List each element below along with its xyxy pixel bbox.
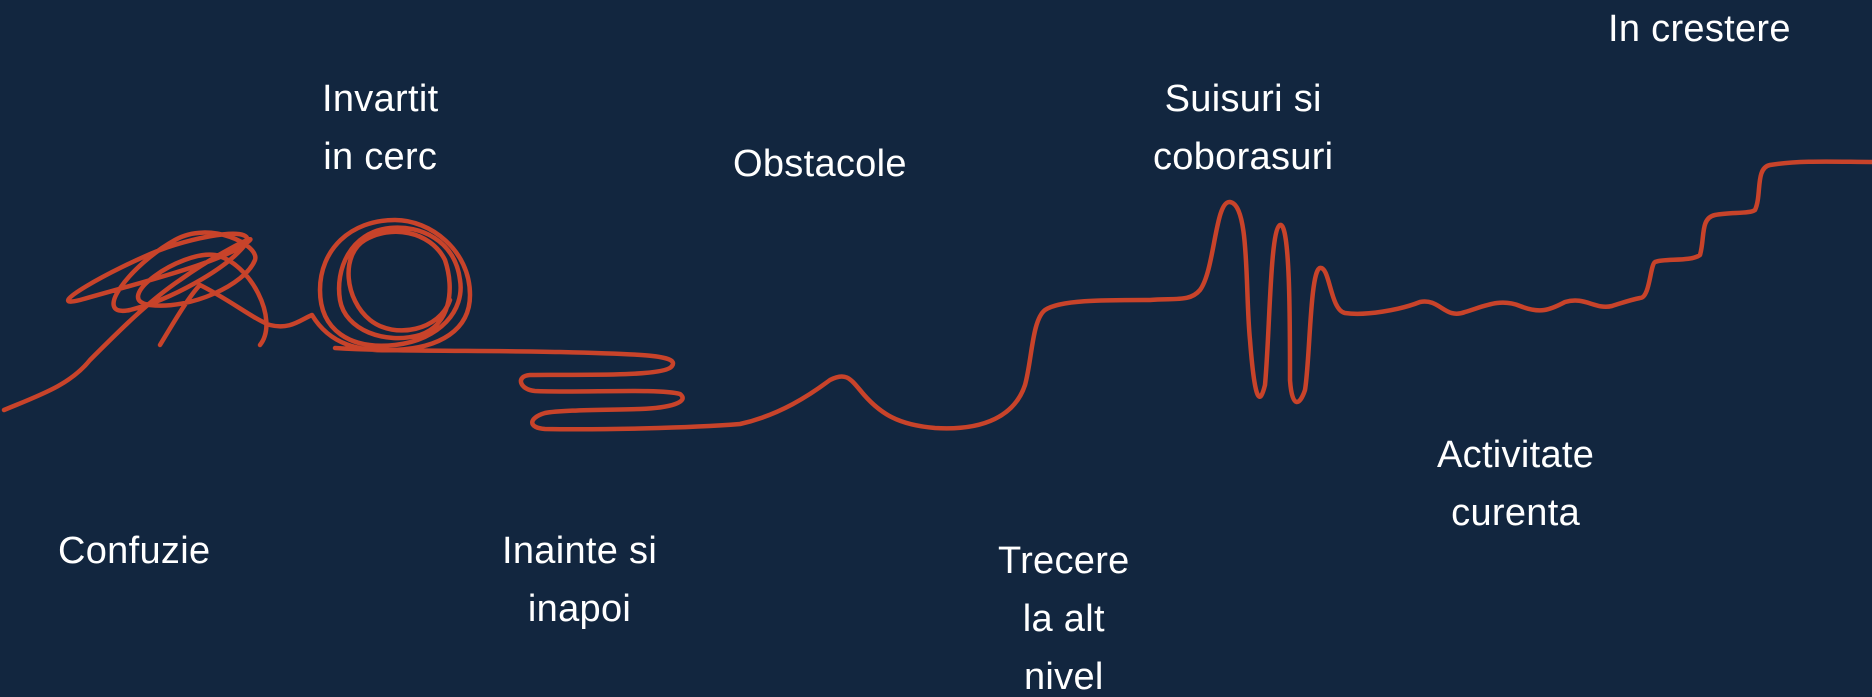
- stage-confuzie: Confuzie: [58, 522, 210, 580]
- stage-suisuri-line-1: Suisuri si: [1164, 78, 1322, 120]
- stage-in-crestere: In crestere: [1608, 0, 1791, 58]
- stage-trecere-line-2: la alt: [1022, 598, 1105, 640]
- stage-activitate-line-2: curenta: [1451, 492, 1581, 534]
- stage-invartit-line-1: Invartit: [322, 78, 439, 120]
- stage-obstacole-line-1: Obstacole: [733, 143, 907, 185]
- stage-invartit-line-2: in cerc: [323, 136, 438, 178]
- stage-trecere-line-3: nivel: [1023, 656, 1104, 697]
- stage-crestere-line-1: In crestere: [1608, 8, 1791, 50]
- stage-trecere-la-alt-nivel: Trecere la alt nivel: [998, 532, 1130, 697]
- stage-suisuri-line-2: coborasuri: [1153, 136, 1334, 178]
- stage-confuzie-line-1: Confuzie: [58, 530, 211, 572]
- stage-activitate-line-1: Activitate: [1437, 434, 1595, 476]
- stage-inainte-si-inapoi: Inainte si inapoi: [502, 522, 657, 638]
- stage-activitate-curenta: Activitate curenta: [1437, 426, 1594, 542]
- stage-suisuri-si-coborasuri: Suisuri si coborasuri: [1153, 70, 1333, 186]
- stage-invartit-in-cerc: Invartit in cerc: [322, 70, 438, 186]
- stage-inainte-line-2: inapoi: [527, 588, 632, 630]
- stage-inainte-line-1: Inainte si: [502, 530, 658, 572]
- stage-obstacole: Obstacole: [733, 135, 907, 193]
- stage-trecere-line-1: Trecere: [998, 540, 1130, 582]
